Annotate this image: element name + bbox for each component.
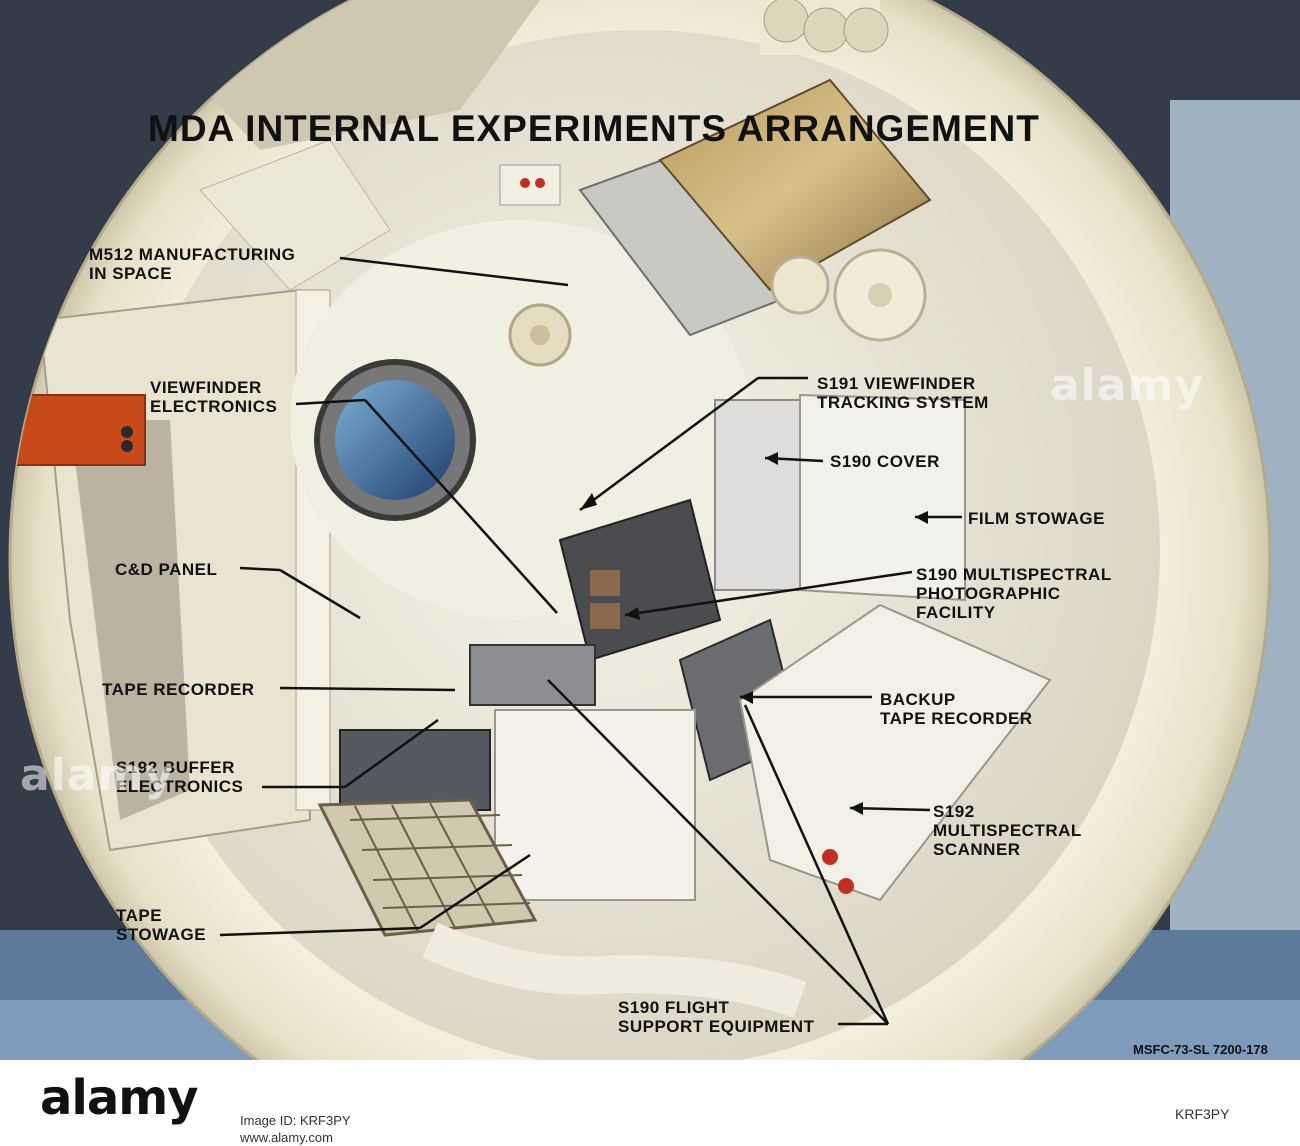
alamy-logo: alamy <box>40 1070 199 1126</box>
left-panel-shadow <box>70 420 190 820</box>
scanner-knob-red <box>822 849 838 865</box>
scanner-knob-red <box>838 878 854 894</box>
upper-equipment-gold <box>658 78 932 292</box>
label-s190-cover: S190 COVER <box>830 452 940 471</box>
reel-small <box>770 255 830 315</box>
label-viewfinder-electronics: VIEWFINDER ELECTRONICS <box>150 378 278 416</box>
control-knob-red <box>520 178 530 188</box>
footer-text: Image ID: KRF3PY www.alamy.com <box>240 1113 351 1145</box>
pointer-arrowheads <box>580 452 928 815</box>
plate-knob <box>121 426 133 438</box>
label-s191-viewfinder-tracking: S191 VIEWFINDER TRACKING SYSTEM <box>817 374 989 412</box>
label-s190-multispectral-facility: S190 MULTISPECTRAL PHOTOGRAPHIC FACILITY <box>916 565 1112 622</box>
s190-support-box <box>494 709 696 901</box>
control-knob-red <box>535 178 545 188</box>
watermark: alamy <box>20 750 174 801</box>
camera-lens <box>590 570 620 596</box>
tube-end <box>843 7 889 53</box>
photo: MDA INTERNAL EXPERIMENTS ARRANGEMENT M51… <box>0 0 1300 1060</box>
camera-lens <box>590 603 620 629</box>
hose <box>422 922 807 1018</box>
watermark: alamy <box>1050 360 1204 411</box>
s192-scanner-box <box>738 603 1052 902</box>
tube-end <box>803 7 849 53</box>
buffer-electronics-box <box>339 729 491 811</box>
bulkhead-upper-left <box>199 139 391 291</box>
tape-recorder-box <box>469 644 596 706</box>
film-stowage-box <box>799 393 966 602</box>
label-s192-buffer-electronics: S192 BUFFER ELECTRONICS <box>116 758 244 796</box>
label-film-stowage: FILM STOWAGE <box>968 509 1105 528</box>
control-box <box>499 164 561 206</box>
label-s190-flight-support: S190 FLIGHT SUPPORT EQUIPMENT <box>618 998 815 1036</box>
label-tape-recorder: TAPE RECORDER <box>102 680 255 699</box>
tape-stowage-grid <box>349 802 531 933</box>
footer-bar <box>0 1060 1300 1144</box>
plate-knob <box>121 440 133 452</box>
reel-large-hub <box>868 283 892 307</box>
photo-code: MSFC-73-SL 7200-178 <box>1133 1042 1268 1057</box>
label-cd-panel: C&D PANEL <box>115 560 218 579</box>
label-m512-manufacturing: M512 MANUFACTURING IN SPACE <box>89 245 296 283</box>
pointer-lines <box>219 256 962 1026</box>
lamp-fixture-center <box>530 325 550 345</box>
label-s192-multispectral-scanner: S192 MULTISPECTRAL SCANNER <box>933 802 1082 859</box>
tube-end <box>763 0 809 43</box>
mda-interior-scene <box>0 0 1300 1060</box>
s190-cover-box <box>714 399 811 591</box>
label-backup-tape-recorder: BACKUP TAPE RECORDER <box>880 690 1033 728</box>
figure-title: MDA INTERNAL EXPERIMENTS ARRANGEMENT <box>148 108 1040 149</box>
porthole-window <box>335 380 455 500</box>
image-id: KRF3PY <box>1175 1106 1230 1122</box>
label-tape-stowage: TAPE STOWAGE <box>116 906 207 944</box>
